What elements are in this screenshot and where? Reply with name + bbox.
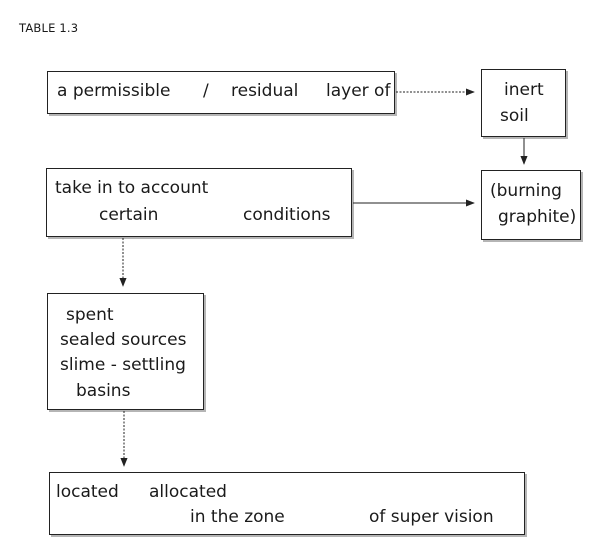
text-take-into-account: take in to account	[55, 178, 209, 198]
text-permissible: a permissible	[57, 81, 171, 101]
box-located-allocated: located allocated in the zone of super v…	[49, 472, 525, 535]
text-located: located	[56, 482, 119, 502]
box-burning-graphite: (burning graphite)	[481, 170, 581, 240]
text-sealed-sources: sealed sources	[60, 330, 187, 350]
text-inert: inert	[504, 80, 544, 100]
text-spent: spent	[66, 305, 114, 325]
text-allocated: allocated	[149, 482, 227, 502]
table-label: TABLE 1.3	[19, 21, 79, 35]
text-slash-separator: /	[203, 81, 209, 101]
text-of-super-vision: of super vision	[369, 507, 494, 527]
text-burning: (burning	[490, 181, 562, 201]
text-layer-of: layer of	[326, 81, 391, 101]
box-inert-soil: inert soil	[481, 69, 566, 137]
text-basins: basins	[76, 381, 131, 401]
text-in-the-zone: in the zone	[190, 507, 285, 527]
text-soil: soil	[500, 106, 529, 126]
text-conditions: conditions	[243, 205, 331, 225]
box-permissible-layer: a permissible / residual layer of	[47, 71, 395, 114]
text-slime-settling: slime - settling	[60, 355, 186, 375]
box-spent-sources: spent sealed sources slime - settling ba…	[47, 293, 204, 410]
text-graphite: graphite)	[498, 207, 577, 227]
text-certain: certain	[99, 205, 159, 225]
box-take-into-account: take in to account certain conditions	[46, 168, 352, 237]
text-residual: residual	[231, 81, 299, 101]
